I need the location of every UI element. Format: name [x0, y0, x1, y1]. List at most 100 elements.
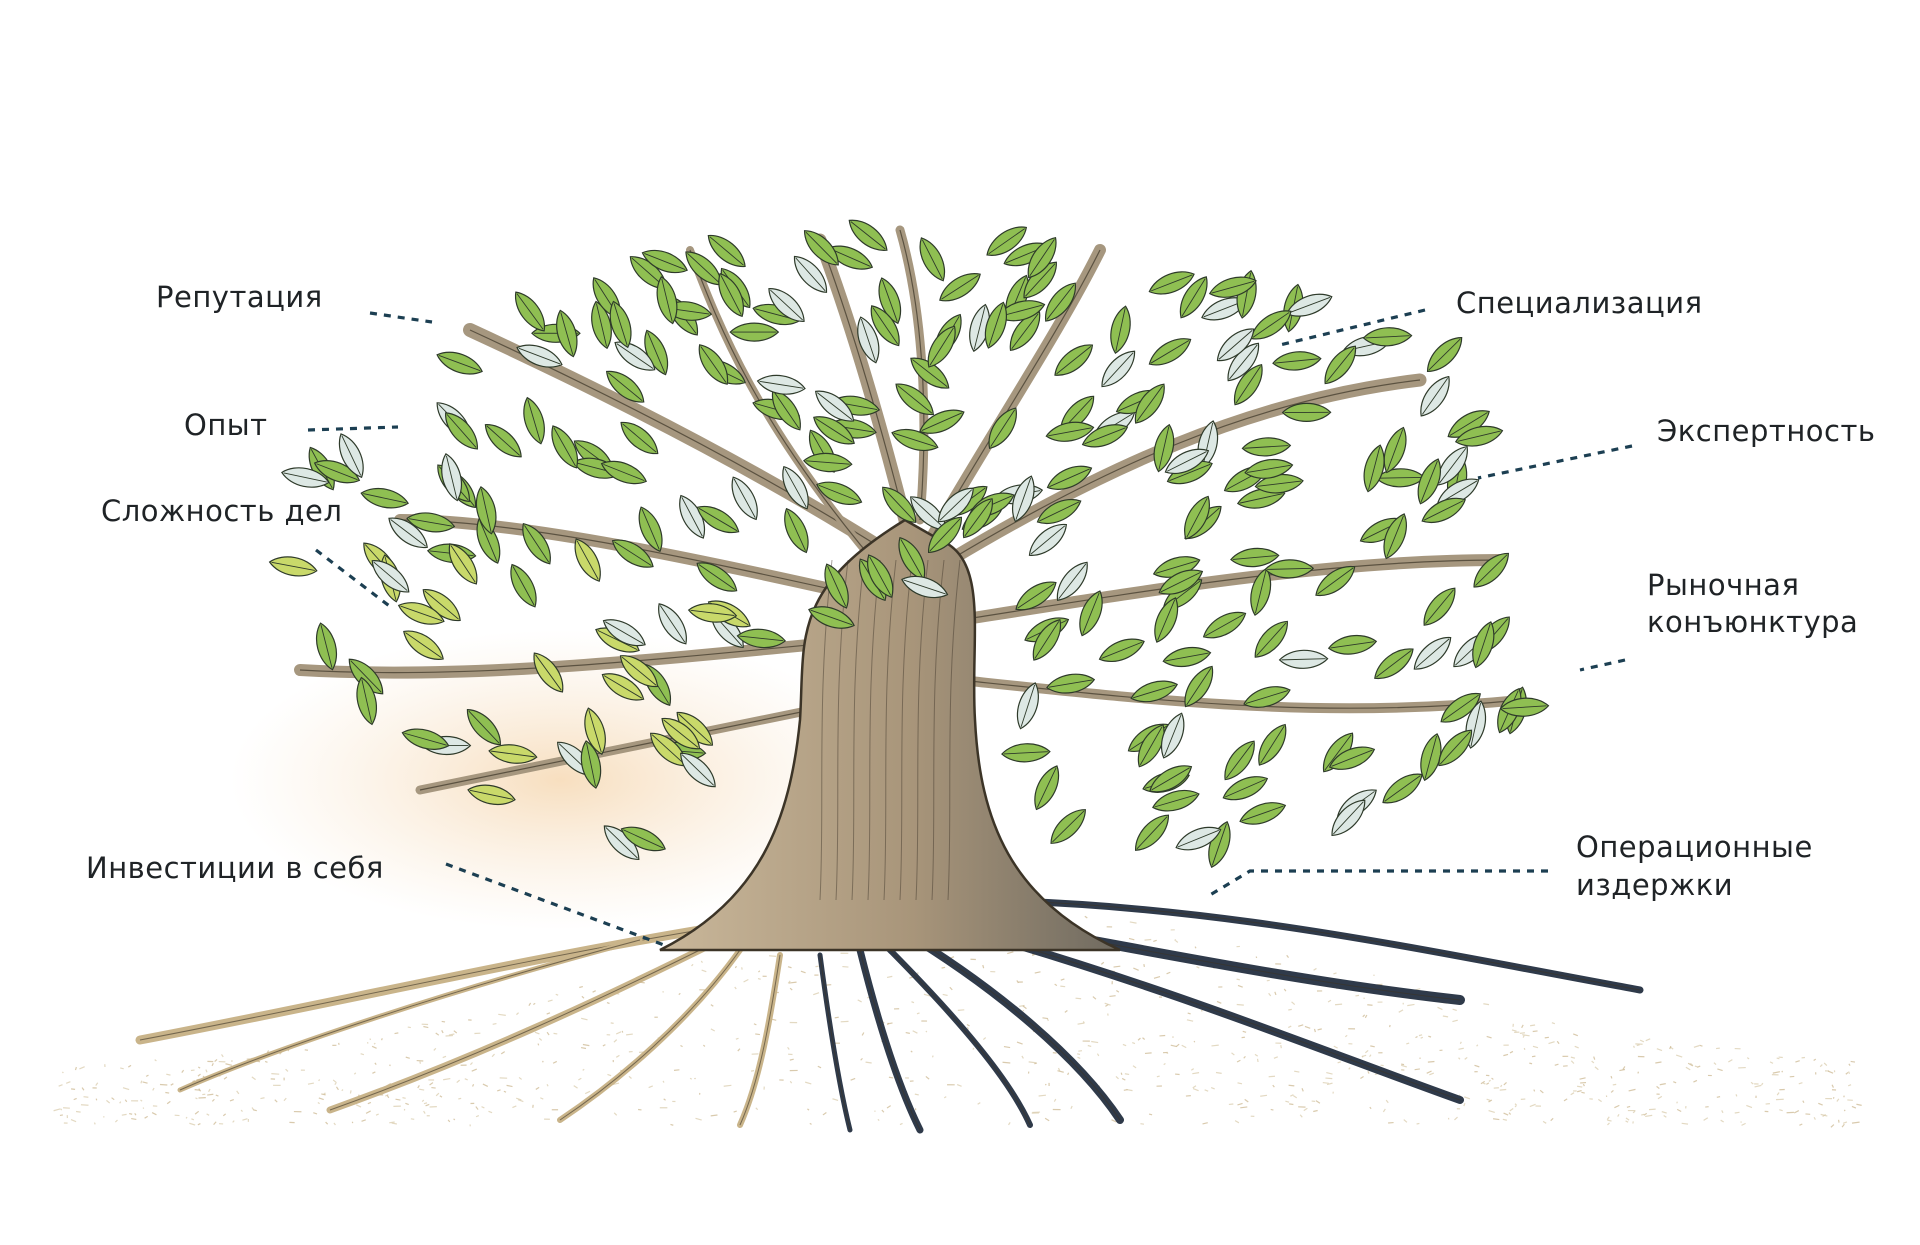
ground-speck [1540, 1090, 1543, 1093]
branch-8 [960, 680, 1520, 708]
ground-speck [788, 967, 792, 968]
ground-speck [1453, 1009, 1457, 1010]
ground-speck [789, 982, 797, 983]
ground-speck [207, 1094, 213, 1095]
ground-speck [419, 1089, 424, 1090]
ground-speck [186, 1117, 187, 1118]
ground-speck [548, 1000, 553, 1001]
ground-speck [724, 1085, 732, 1086]
ground-speck [1365, 1050, 1368, 1052]
ground-speck [160, 1084, 167, 1085]
label-case-complexity: Сложность дел [101, 492, 342, 530]
leaf [1096, 633, 1147, 668]
ground-speck [1594, 1057, 1595, 1060]
ground-speck [198, 1074, 201, 1076]
ground-speck [492, 1054, 494, 1057]
ground-speck [554, 1033, 558, 1034]
ground-speck [533, 1003, 535, 1004]
ground-speck [1843, 1122, 1847, 1123]
ground-speck [411, 1119, 414, 1120]
ground-speck [308, 1083, 314, 1084]
ground-speck [1828, 1071, 1833, 1073]
ground-speck [1714, 1063, 1716, 1065]
ground-speck [1085, 916, 1087, 918]
ground-speck [1188, 1013, 1191, 1014]
ground-speck [535, 1032, 539, 1034]
ground-speck [206, 1070, 207, 1073]
ground-speck [1534, 1090, 1535, 1092]
leaf [1028, 762, 1065, 813]
ground-speck [1022, 1056, 1023, 1059]
ground-speck [1129, 938, 1134, 939]
ground-speck [1821, 1114, 1828, 1116]
ground-speck [1401, 1064, 1404, 1065]
ground-speck [1533, 1031, 1538, 1032]
ground-speck [75, 1067, 76, 1070]
ground-speck [1007, 952, 1013, 954]
ground-speck [115, 1120, 117, 1122]
ground-speck [1217, 1001, 1221, 1003]
ground-speck [1504, 1113, 1509, 1115]
ground-speck [222, 1054, 224, 1056]
ground-speck [805, 1082, 811, 1084]
ground-speck [1237, 1004, 1244, 1005]
ground-speck [851, 1078, 856, 1080]
ground-speck [1316, 1101, 1320, 1104]
ground-speck [1288, 1009, 1292, 1010]
ground-speck [1292, 1002, 1295, 1005]
ground-speck [1042, 1018, 1048, 1019]
ground-speck [1657, 1049, 1662, 1051]
ground-speck [950, 987, 952, 990]
ground-speck [1123, 1044, 1126, 1045]
ground-speck [1515, 1106, 1516, 1107]
ground-speck [957, 1085, 961, 1087]
ground-speck [866, 1062, 872, 1063]
ground-speck [1399, 1010, 1403, 1012]
ground-speck [1245, 1099, 1249, 1102]
ground-speck [1512, 1030, 1517, 1031]
ground-speck [754, 1024, 756, 1025]
ground-speck [1045, 1084, 1046, 1085]
ground-speck [679, 993, 681, 994]
ground-speck [1607, 1123, 1609, 1125]
ground-speck [319, 1079, 320, 1080]
ground-speck [434, 1048, 436, 1050]
ground-speck [832, 1099, 838, 1101]
ground-speck [71, 1120, 76, 1122]
ground-speck [333, 1080, 336, 1083]
ground-speck [396, 1099, 401, 1100]
ground-speck [1638, 1072, 1639, 1074]
ground-speck [1047, 1019, 1048, 1021]
ground-speck [1182, 1045, 1187, 1047]
ground-speck [1023, 1006, 1027, 1009]
ground-speck [758, 971, 759, 972]
ground-speck [482, 1107, 485, 1108]
ground-speck [1003, 1062, 1011, 1063]
ground-speck [191, 1119, 193, 1120]
ground-speck [858, 1000, 862, 1002]
ground-speck [1515, 1104, 1517, 1106]
leaf [1162, 644, 1212, 670]
ground-speck [1360, 1076, 1363, 1078]
ground-speck [59, 1085, 63, 1087]
ground-speck [547, 1032, 549, 1035]
ground-speck [1799, 1083, 1803, 1084]
ground-speck [1564, 1099, 1567, 1101]
ground-speck [501, 1052, 504, 1054]
ground-speck [1489, 1111, 1495, 1113]
ground-speck [1192, 1073, 1199, 1074]
ground-speck [1273, 1085, 1275, 1087]
ground-speck [1465, 1057, 1468, 1059]
leaf [1129, 809, 1175, 856]
ground-speck [483, 1084, 488, 1086]
ground-speck [538, 1044, 539, 1046]
ground-speck [649, 1086, 653, 1088]
ground-speck [614, 1040, 617, 1043]
ground-speck [1275, 992, 1276, 995]
ground-speck [664, 1099, 666, 1100]
ground-speck [1814, 1059, 1816, 1060]
ground-speck [167, 1101, 170, 1103]
ground-speck [362, 1120, 366, 1121]
ground-speck [54, 1109, 60, 1111]
ground-speck [1076, 998, 1082, 999]
